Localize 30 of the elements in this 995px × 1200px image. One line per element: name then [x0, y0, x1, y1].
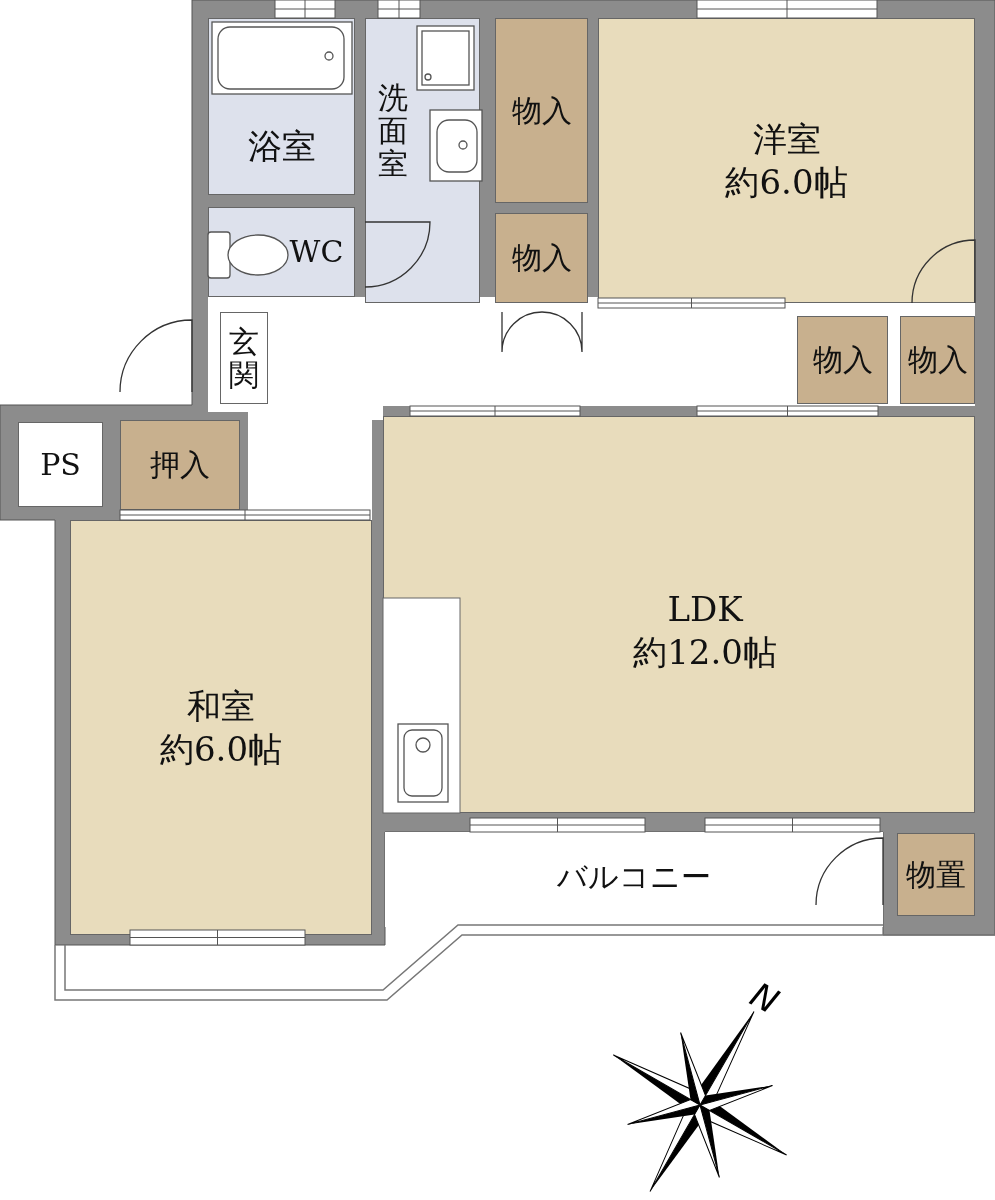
room-name: WC — [289, 233, 344, 271]
room-name: 洗面室 — [377, 81, 408, 180]
room-name: 和室 — [187, 685, 255, 728]
room-name: 物置 — [906, 855, 966, 894]
room — [495, 213, 588, 303]
room-name: バルコニー — [557, 858, 711, 896]
room-name: PS — [40, 445, 81, 484]
room-name: 浴室 — [247, 125, 316, 168]
room — [598, 18, 975, 303]
room — [797, 316, 888, 404]
room — [897, 833, 975, 916]
room-area: 約6.0帖 — [159, 727, 283, 770]
north-label: N — [744, 974, 786, 1022]
room-name: 物入 — [511, 239, 572, 277]
room — [383, 416, 975, 813]
room-name: 洋室 — [752, 118, 821, 161]
room-name: LDK — [667, 588, 743, 631]
room-area: 約12.0帖 — [633, 630, 777, 673]
room-name: 押入 — [150, 446, 210, 484]
room-name: 物入 — [907, 341, 968, 379]
room-area: 約6.0帖 — [725, 160, 848, 203]
room-name: 玄関 — [229, 325, 259, 391]
room — [18, 422, 103, 507]
room-name: 物入 — [511, 91, 572, 130]
room — [120, 420, 240, 510]
room — [495, 18, 588, 203]
room — [900, 316, 975, 404]
room — [220, 312, 268, 404]
room — [70, 520, 372, 935]
room-name: 物入 — [812, 341, 873, 379]
